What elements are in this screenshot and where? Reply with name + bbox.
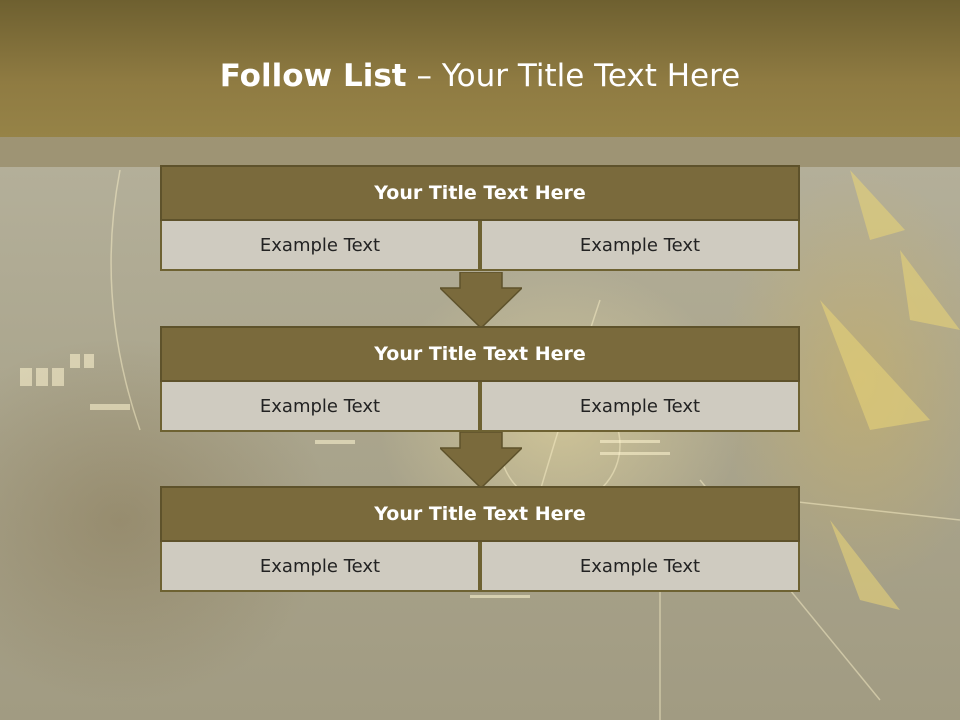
- step-row: Example Text Example Text: [160, 382, 800, 432]
- step-row: Example Text Example Text: [160, 542, 800, 592]
- step-box-1: Your Title Text Here Example Text Exampl…: [160, 165, 800, 271]
- header-band: [0, 0, 960, 137]
- title-rest-part: – Your Title Text Here: [406, 58, 741, 94]
- step-cell-left: Example Text: [160, 542, 480, 592]
- step-box-2: Your Title Text Here Example Text Exampl…: [160, 326, 800, 432]
- step-title: Your Title Text Here: [160, 165, 800, 221]
- step-title: Your Title Text Here: [160, 326, 800, 382]
- title-bold-part: Follow List: [219, 58, 407, 94]
- slide-title: Follow List – Your Title Text Here: [0, 54, 960, 98]
- step-row: Example Text Example Text: [160, 221, 800, 271]
- step-cell-left: Example Text: [160, 221, 480, 271]
- header-subband: [0, 137, 960, 167]
- step-cell-right: Example Text: [480, 382, 800, 432]
- step-cell-right: Example Text: [480, 542, 800, 592]
- step-cell-right: Example Text: [480, 221, 800, 271]
- down-arrow-icon: [440, 432, 522, 488]
- down-arrow-icon: [440, 272, 522, 328]
- step-cell-left: Example Text: [160, 382, 480, 432]
- step-title: Your Title Text Here: [160, 486, 800, 542]
- step-box-3: Your Title Text Here Example Text Exampl…: [160, 486, 800, 592]
